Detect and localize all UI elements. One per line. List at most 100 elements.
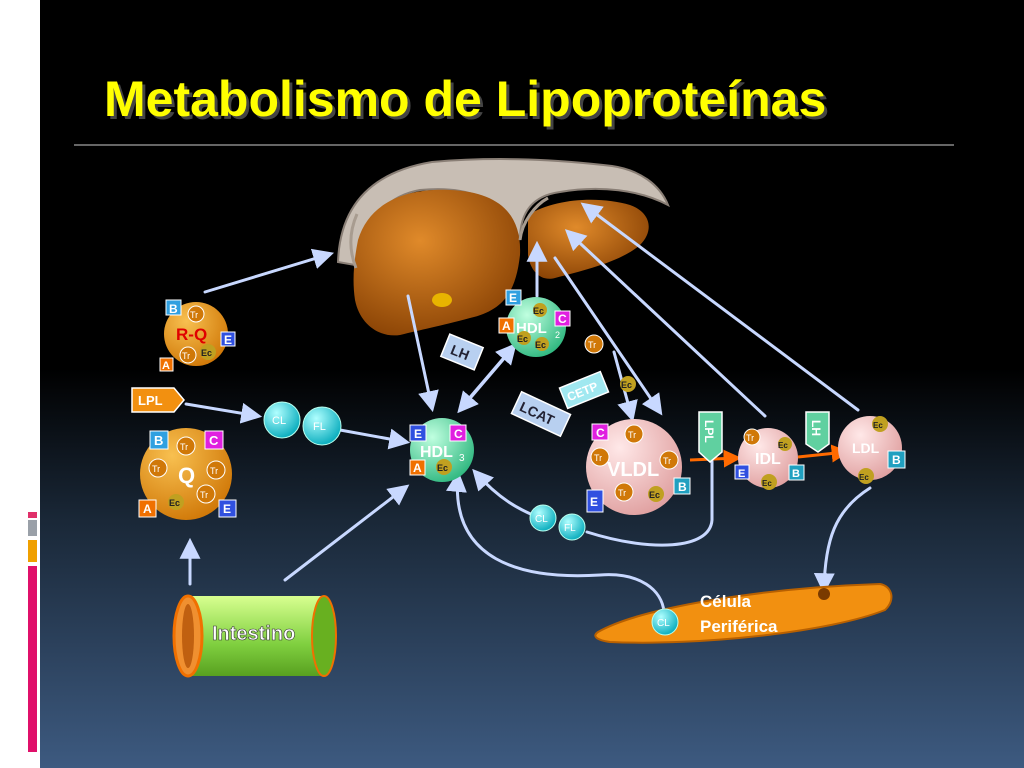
free-tr: Tr: [584, 334, 604, 354]
q-tr1: Tr: [180, 442, 188, 452]
idl-e: E: [738, 468, 745, 480]
idl-ec2: Ec: [762, 479, 772, 488]
side-square-white: [28, 498, 37, 510]
ldl-ec2: Ec: [859, 473, 869, 482]
lh-tag-label: LH: [448, 341, 471, 363]
side-bar-pink: [28, 566, 37, 752]
fl-top-label: FL: [313, 421, 326, 433]
arrow-lpl-to-cl: [184, 402, 263, 424]
cl-cell-label: CL: [657, 618, 670, 629]
vldl-c: C: [596, 426, 605, 440]
hdl2-a: A: [502, 319, 511, 333]
fl-bottom-label: FL: [564, 523, 576, 534]
arrow-fl-to-lpl: [585, 456, 714, 547]
particle-hdl3: HDL 3 E C A Ec: [409, 418, 474, 482]
ldl-ec1: Ec: [873, 421, 883, 430]
transfer-cl-fl-bottom: CL FL: [529, 504, 586, 541]
arrow-cell-to-hdl3: [445, 470, 666, 614]
enzyme-lh-tag: LH: [439, 333, 485, 371]
q-c: C: [209, 433, 219, 448]
cl-top-label: CL: [272, 415, 286, 427]
hdl2-c: C: [558, 312, 567, 326]
cl-bottom-label: CL: [535, 514, 548, 525]
vldl-tr3: Tr: [663, 456, 671, 466]
arrow-fl-to-hdl3: [338, 428, 411, 450]
q-tr2: Tr: [152, 464, 160, 474]
vldl-b: B: [678, 480, 687, 494]
particle-hdl2: HDL 2 E C A Ec Ec Ec: [498, 289, 571, 357]
transfer-cl-cell: CL: [651, 608, 679, 636]
q-tr4: Tr: [200, 490, 208, 500]
intestine: Intestino: [172, 594, 337, 678]
hdl2-e: E: [509, 291, 517, 305]
arrow-intestine-to-hdl3: [283, 484, 410, 582]
rq-ec: Ec: [201, 348, 212, 358]
q-b: B: [154, 433, 163, 448]
free-tr-label: Tr: [588, 340, 596, 350]
rq-label: R-Q: [176, 325, 207, 344]
free-ec: Ec: [620, 376, 636, 392]
particle-rq: R-Q B Tr E Tr Ec A: [159, 299, 236, 372]
page-title: Metabolismo de Lipoproteínas: [104, 71, 827, 127]
hdl3-label: HDL: [420, 444, 453, 461]
hdl2-ec2: Ec: [517, 334, 528, 344]
side-square-pink: [28, 512, 37, 518]
lpl-vertical-label: LPL: [702, 420, 716, 443]
lpl-tag-label: LPL: [138, 393, 163, 408]
hdl2-ec1: Ec: [533, 306, 544, 316]
side-square-gray: [28, 520, 37, 536]
arrow-idl-to-liver: [564, 229, 767, 418]
rq-b: B: [169, 302, 178, 316]
vldl-tr4: Tr: [618, 488, 626, 498]
hdl2-ec3: Ec: [535, 340, 546, 350]
particle-vldl: VLDL C Tr Tr Tr Tr Ec B E: [586, 419, 691, 515]
arrow-ldl-to-liver: [580, 202, 860, 412]
enzyme-cetp-tag: CETP: [558, 370, 610, 410]
enzyme-lpl-vertical: LPL: [698, 411, 723, 463]
ldl-label: LDL: [852, 440, 880, 456]
arrow-liver-to-hdl3: [406, 294, 439, 413]
pathway-arrows: [179, 202, 872, 614]
idl-b: B: [792, 468, 800, 480]
arrow-vldl-to-liver: [553, 256, 663, 416]
hdl3-ec: Ec: [437, 463, 448, 473]
enzyme-lpl-tag: LPL: [131, 387, 185, 413]
ldl-b: B: [892, 453, 901, 467]
intestine-label: Intestino: [212, 623, 295, 645]
lh-vertical-label: LH: [809, 420, 823, 436]
hdl3-a: A: [413, 461, 422, 475]
peripheral-cell: Célula Periférica: [594, 582, 893, 644]
rq-e: E: [224, 333, 232, 347]
arrow-ldl-to-cell: [813, 486, 872, 595]
hdl2-sub: 2: [555, 330, 560, 340]
rq-tr2: Tr: [182, 351, 190, 361]
title-rule: [74, 144, 954, 146]
rq-a: A: [162, 360, 170, 372]
arrow-cl-to-hdl3: [472, 468, 542, 520]
arrow-rq-to-liver: [203, 248, 335, 294]
vldl-tr1: Tr: [628, 430, 636, 440]
arrow-hdl3-to-hdl2: [464, 342, 517, 404]
q-ec: Ec: [169, 498, 180, 508]
vldl-label: VLDL: [607, 459, 659, 481]
rq-tr1: Tr: [190, 310, 198, 320]
q-tr3: Tr: [210, 466, 218, 476]
liver-illustration: [336, 158, 670, 336]
q-a: A: [143, 502, 152, 516]
vldl-e: E: [590, 495, 598, 509]
cell-label-line2: Periférica: [700, 617, 778, 636]
vldl-ec: Ec: [649, 490, 660, 500]
q-e: E: [223, 502, 231, 516]
idl-label: IDL: [755, 451, 781, 468]
arrow-idl-to-ldl: [797, 444, 850, 463]
side-square-orange: [28, 540, 37, 562]
vldl-tr2: Tr: [594, 453, 602, 463]
particle-ldl: LDL Ec Ec B: [838, 416, 906, 484]
cell-label-line1: Célula: [700, 592, 752, 611]
q-label: Q: [178, 463, 195, 488]
particle-q: Q B C Tr Tr Tr Tr Ec A E: [138, 428, 237, 520]
hdl3-sub: 3: [459, 453, 465, 464]
transfer-cl-fl-top: CL FL: [263, 401, 342, 446]
